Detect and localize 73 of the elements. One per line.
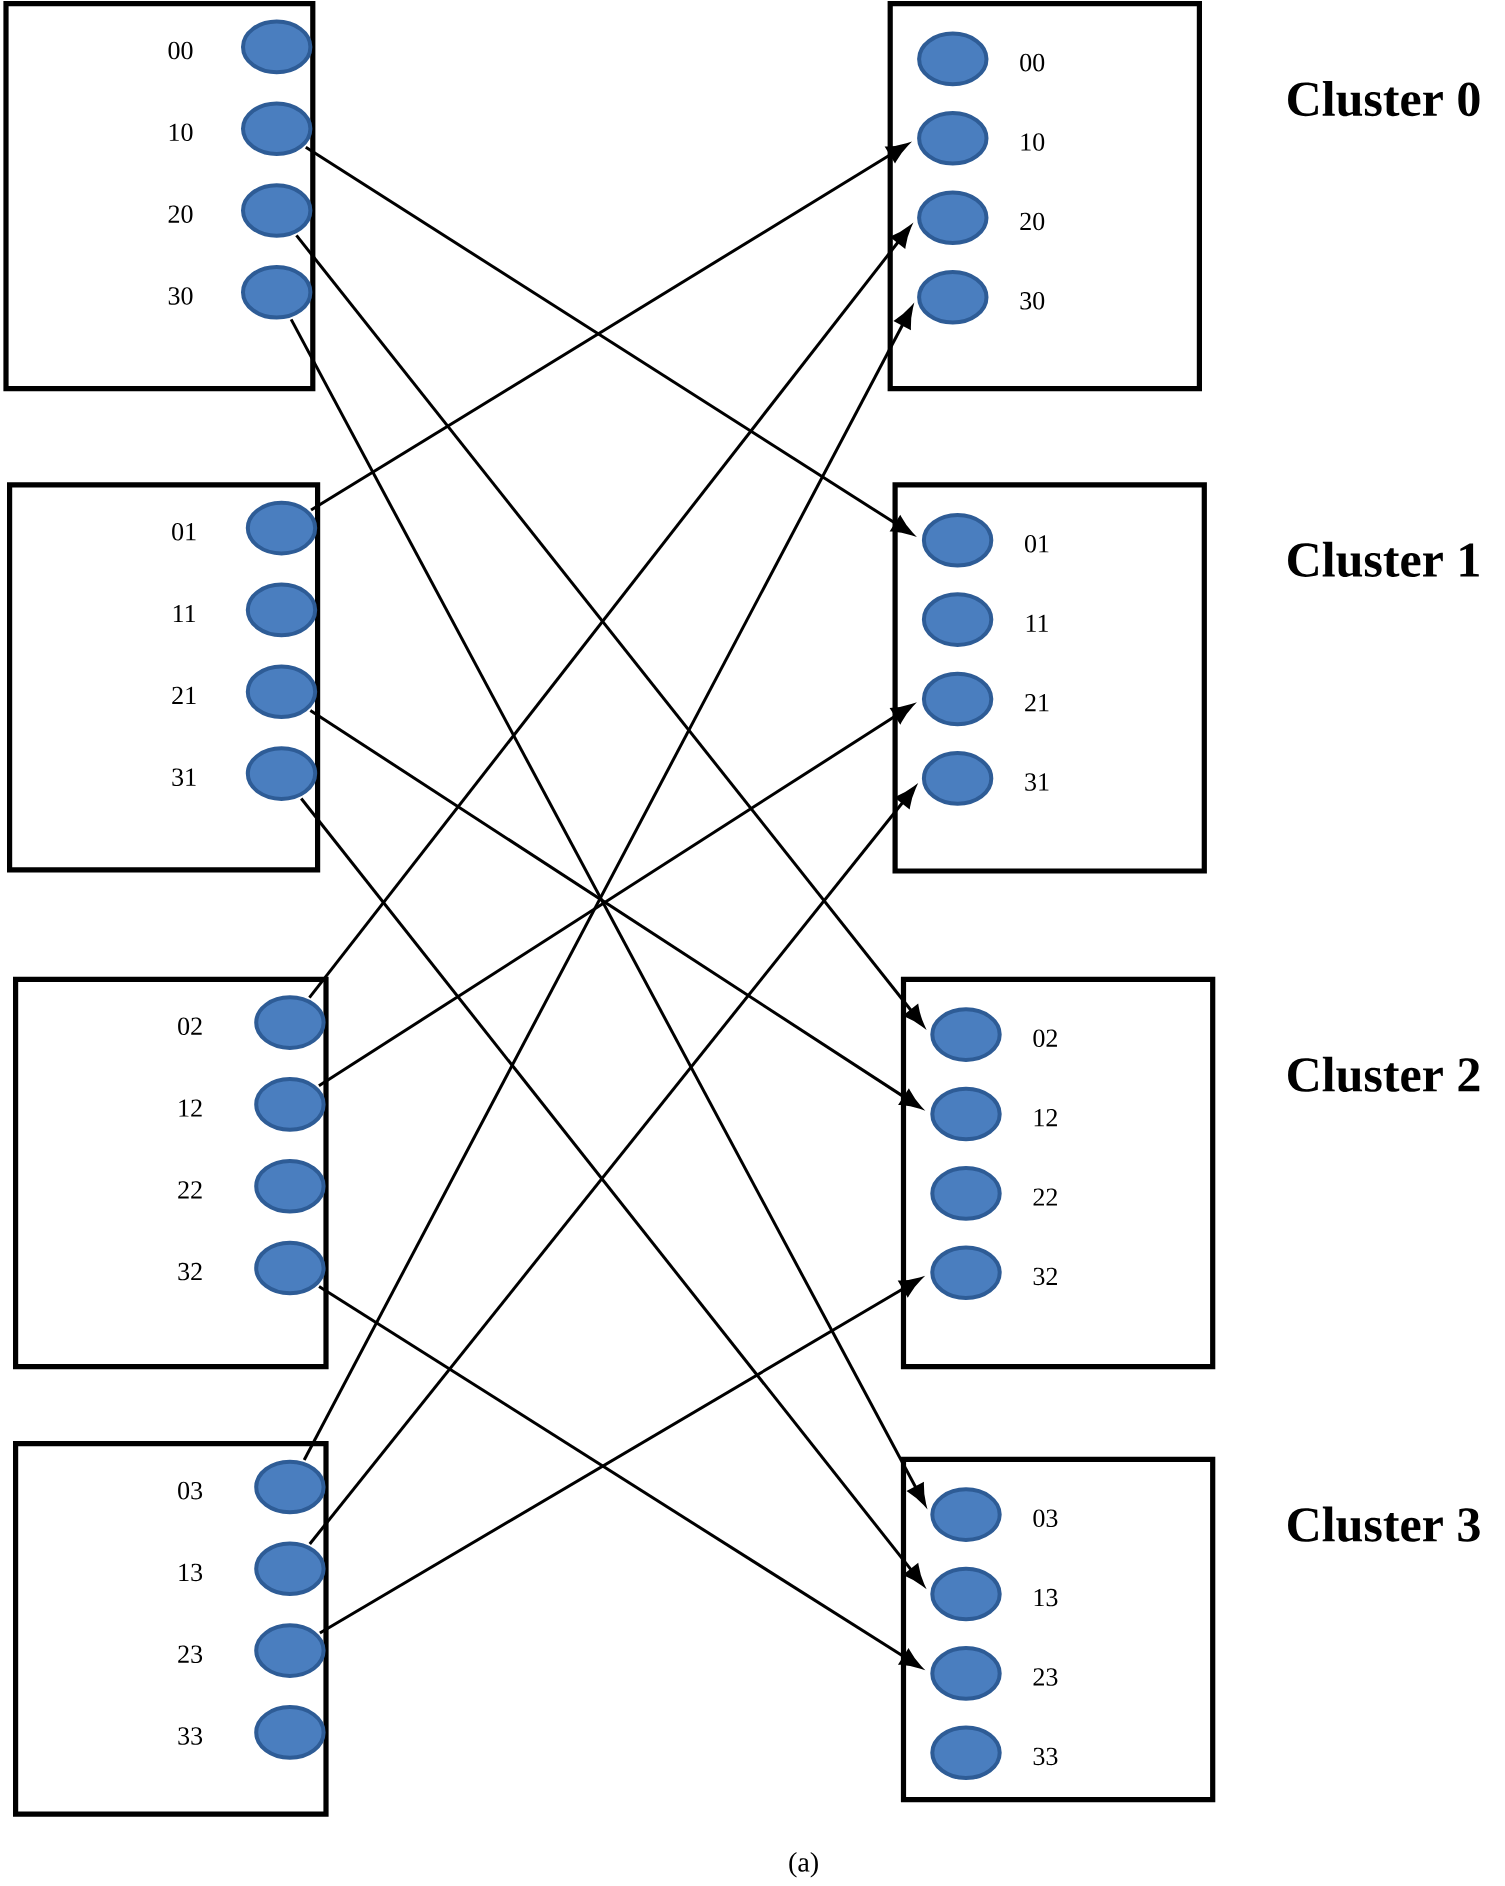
port-ellipse [930, 1007, 1002, 1062]
port-label: 13 [1034, 1588, 1058, 1607]
cluster-box [900, 976, 1216, 1370]
cluster-label: Cluster 3 [1288, 1506, 1480, 1542]
port-label: 03 [1033, 1509, 1058, 1527]
port-label: 12 [1034, 1109, 1057, 1127]
port-label: 23 [178, 1645, 203, 1663]
port-ellipse [917, 269, 989, 325]
port-ellipse [917, 190, 989, 245]
port-label: 20 [1020, 212, 1045, 231]
port-ellipse [917, 111, 989, 166]
port-label: 31 [172, 768, 196, 786]
port-label: 00 [168, 41, 193, 60]
port-label: 33 [178, 1727, 203, 1745]
port-ellipse [241, 101, 313, 156]
port-ellipse [245, 664, 318, 719]
port-ellipse [245, 500, 318, 556]
cluster-box [892, 482, 1207, 874]
port-ellipse [930, 1725, 1002, 1781]
port-ellipse [921, 512, 994, 568]
port-ellipse [930, 1166, 1002, 1221]
cluster-box [13, 1441, 329, 1817]
port-label: 33 [1033, 1747, 1058, 1766]
cluster-box [7, 482, 321, 873]
port-label: 10 [1021, 133, 1045, 151]
cluster-label: Cluster 2 [1288, 1056, 1480, 1092]
port-ellipse [245, 582, 318, 638]
port-ellipse [930, 1245, 1002, 1301]
port-ellipse [254, 1541, 326, 1597]
port-label: 21 [1025, 694, 1049, 712]
port-ellipse [917, 31, 989, 87]
port-ellipse [930, 1646, 1002, 1701]
port-label: 11 [173, 604, 196, 623]
port-ellipse [245, 746, 318, 801]
port-label: 30 [1020, 292, 1045, 310]
port-ellipse [921, 671, 994, 727]
cluster-box [887, 1, 1202, 392]
cluster-box [13, 976, 329, 1370]
port-label: 32 [178, 1262, 202, 1281]
port-ellipse [930, 1487, 1002, 1542]
port-label: 31 [1025, 773, 1049, 791]
port-ellipse [921, 751, 994, 806]
port-ellipse [241, 265, 313, 320]
port-ellipse [241, 19, 313, 75]
port-ellipse [254, 1705, 326, 1760]
cluster-label: Cluster 1 [1288, 541, 1479, 578]
port-label: 20 [168, 205, 193, 223]
port-label: 22 [178, 1181, 202, 1199]
port-ellipse [254, 1459, 326, 1515]
port-ellipse [241, 183, 313, 238]
port-label: 00 [1020, 53, 1045, 72]
port-ellipse [921, 592, 994, 647]
port-label: 13 [179, 1563, 203, 1582]
port-label: 01 [172, 522, 196, 541]
port-label: 30 [168, 287, 193, 305]
port-label: 23 [1033, 1668, 1058, 1686]
port-label: 03 [178, 1481, 203, 1500]
cluster-box [3, 1, 316, 392]
port-ellipse [254, 1623, 326, 1678]
cluster-label: Cluster 0 [1288, 80, 1480, 117]
port-label: 11 [1026, 614, 1048, 632]
port-label: 10 [169, 123, 193, 142]
port-ellipse [930, 1086, 1002, 1142]
port-label: 02 [178, 1017, 202, 1035]
port-label: 01 [1025, 535, 1049, 553]
caption: (a) [789, 1852, 818, 1878]
port-label: 32 [1033, 1267, 1057, 1286]
port-ellipse [930, 1566, 1002, 1622]
port-label: 12 [179, 1099, 202, 1117]
cluster-box [900, 1456, 1216, 1803]
port-label: 22 [1033, 1188, 1057, 1206]
port-label: 02 [1033, 1029, 1057, 1047]
port-label: 21 [172, 686, 196, 704]
